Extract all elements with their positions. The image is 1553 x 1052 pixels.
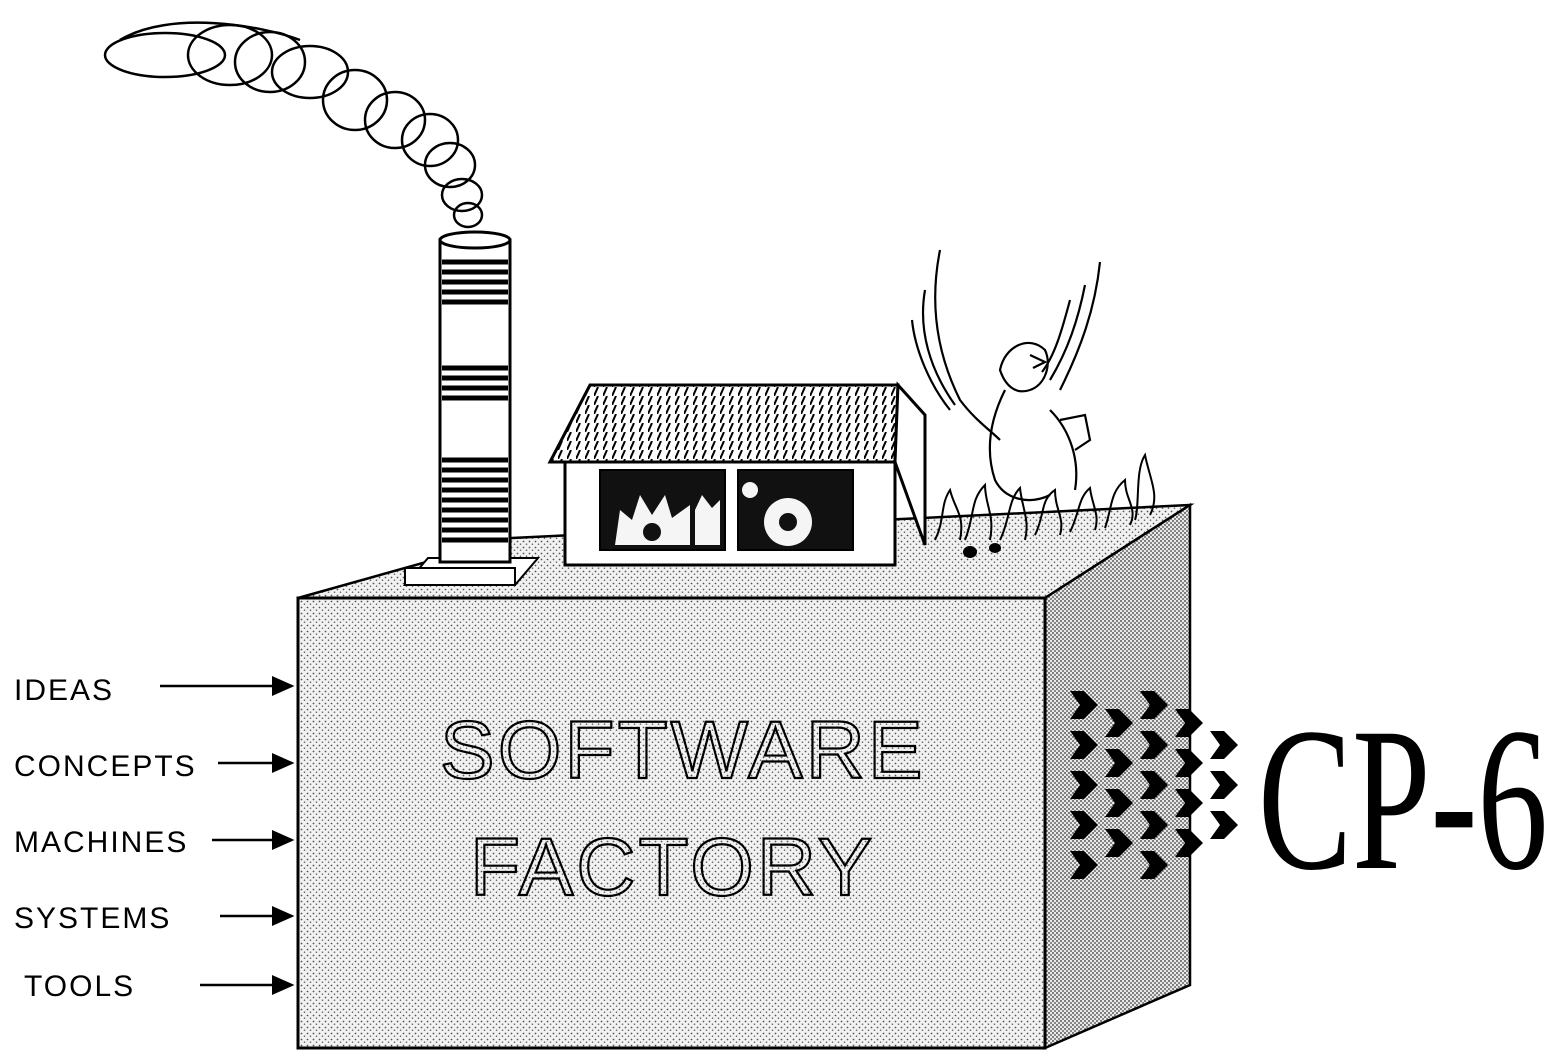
input-label-ideas: IDEAS <box>14 674 114 707</box>
output-arrow <box>1140 771 1168 799</box>
output-arrow <box>1175 789 1203 817</box>
output-arrow <box>1105 749 1133 777</box>
output-arrow <box>1175 829 1203 857</box>
box-title-line-1: SOFTWARE <box>440 705 926 796</box>
output-arrow <box>1140 731 1168 759</box>
output-arrow <box>1070 771 1098 799</box>
output-arrow <box>1175 749 1203 777</box>
smoke-icon <box>103 21 484 229</box>
arrow-cluster-icon <box>1070 691 1238 879</box>
output-arrow <box>1140 851 1168 879</box>
output-arrow <box>1070 851 1098 879</box>
input-list: IDEAS CONCEPTS MACHINES SYSTEMS TOOLS <box>14 674 295 1003</box>
output-arrow <box>1210 771 1238 799</box>
output-arrow <box>1070 691 1098 719</box>
output-arrow <box>1105 789 1133 817</box>
input-label-systems: SYSTEMS <box>14 902 171 935</box>
smokestack-icon <box>402 230 541 586</box>
output-arrow <box>1140 691 1168 719</box>
output-arrow <box>1175 709 1203 737</box>
output-arrow <box>1210 811 1238 839</box>
output-arrow <box>1070 811 1098 839</box>
output-arrow <box>1105 829 1133 857</box>
input-label-machines: MACHINES <box>14 826 188 859</box>
box-front-face <box>296 596 1047 1050</box>
output-arrow <box>1210 731 1238 759</box>
phoenix-icon <box>910 249 1102 502</box>
output-arrow <box>1140 811 1168 839</box>
workshop-icon <box>547 381 927 567</box>
output-arrow <box>1070 731 1098 759</box>
input-label-tools: TOOLS <box>24 970 135 1003</box>
gear-icon <box>615 495 720 545</box>
flames-icon <box>934 452 1156 558</box>
output-arrow <box>1105 709 1133 737</box>
box-title-line-2: FACTORY <box>470 822 875 913</box>
gear-icon <box>742 482 812 546</box>
input-label-concepts: CONCEPTS <box>14 750 197 783</box>
output-label: CP-6 <box>1258 686 1548 913</box>
